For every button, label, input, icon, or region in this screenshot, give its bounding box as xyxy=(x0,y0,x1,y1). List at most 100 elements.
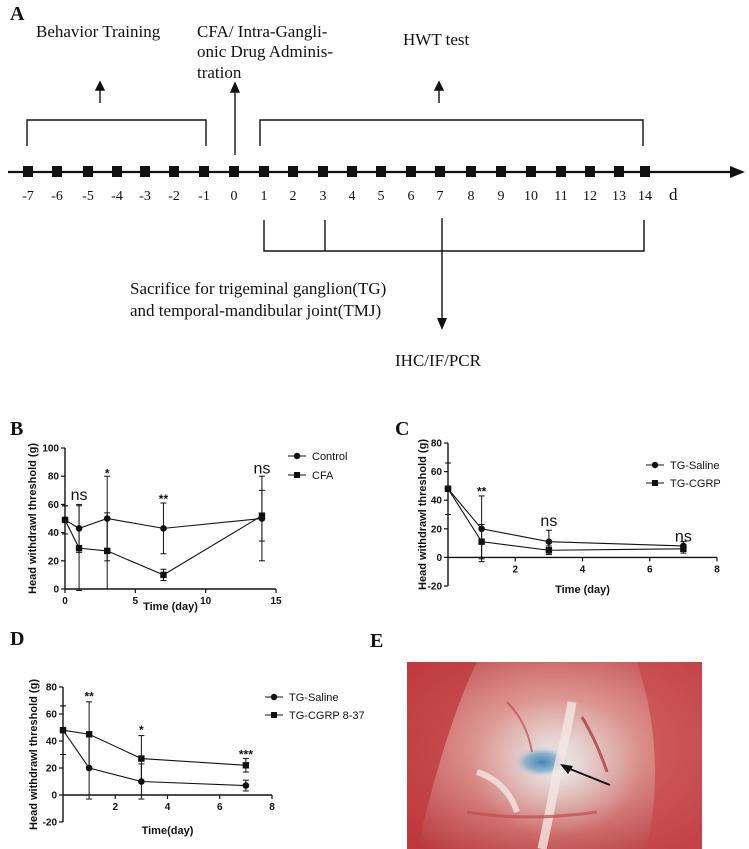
legend-marker xyxy=(271,712,277,718)
timeline-day-marker xyxy=(199,166,209,177)
timeline-arrowhead-icon xyxy=(730,166,745,178)
legend-label: Control xyxy=(312,451,347,463)
series-square xyxy=(444,462,687,560)
timeline-day-marker xyxy=(376,166,386,177)
series-circle xyxy=(444,462,687,563)
y-tick-label: -20 xyxy=(428,582,443,593)
y-tick-label: 80 xyxy=(46,683,58,694)
significance-label: *** xyxy=(239,748,253,762)
data-point xyxy=(478,538,485,545)
behavior-training-label: Behavior Training xyxy=(36,22,161,41)
legend-label: TG-Saline xyxy=(289,692,339,704)
timeline-day-marker xyxy=(288,166,298,177)
timeline-day-label: 8 xyxy=(468,189,475,204)
timeline-day-label: -5 xyxy=(82,189,94,204)
panel-label-a: A xyxy=(10,3,25,25)
y-axis-label: Head withdrawl threshold (g) xyxy=(27,443,39,594)
timeline-day-marker xyxy=(496,166,506,177)
data-point xyxy=(104,547,111,555)
y-tick-label: 60 xyxy=(431,467,443,478)
legend-marker xyxy=(293,452,301,460)
timeline-day-label: -2 xyxy=(168,189,180,204)
legend-label: CFA xyxy=(312,470,334,482)
timeline-day-label: 13 xyxy=(612,189,626,204)
x-tick-label: 2 xyxy=(112,802,118,813)
timeline-day-label: -1 xyxy=(198,189,210,204)
series-square xyxy=(59,701,250,782)
x-tick-label: 2 xyxy=(512,564,518,575)
timeline-day-marker xyxy=(259,166,269,177)
significance-label: * xyxy=(139,723,144,737)
cfa-arrow-icon xyxy=(229,81,241,155)
y-tick-label: 60 xyxy=(46,710,58,721)
y-tick-label: 0 xyxy=(53,585,59,596)
timeline-day-label: 5 xyxy=(378,189,385,204)
timeline-day-marker xyxy=(640,166,650,177)
series-circle xyxy=(61,475,266,562)
series-line xyxy=(62,729,246,766)
x-tick-label: 6 xyxy=(217,802,223,813)
timeline-day-label: 9 xyxy=(498,189,505,204)
timeline-day-marker xyxy=(52,166,62,177)
timeline-day-marker xyxy=(169,166,179,177)
series-square xyxy=(61,489,266,591)
sacrifice-line-2: and temporal-mandibular joint(TMJ) xyxy=(130,301,381,320)
y-tick-label: 20 xyxy=(46,764,58,775)
tissue-photo xyxy=(407,662,702,849)
sacrifice-line-1: Sacrifice for trigeminal ganglion(TG) xyxy=(130,279,386,298)
y-axis-label: Head withdrawl threshold (g) xyxy=(417,439,429,590)
cfa-admin-line-3: tration xyxy=(197,63,242,82)
y-tick-label: 60 xyxy=(48,500,60,511)
significance-label: ** xyxy=(159,492,169,506)
series-line xyxy=(447,488,684,547)
x-tick-label: 10 xyxy=(200,596,212,607)
data-point xyxy=(61,516,69,524)
timeline-day-label: 1 xyxy=(261,189,268,204)
timeline-day-label: 2 xyxy=(290,189,297,204)
y-tick-label: 20 xyxy=(48,556,60,567)
y-tick-label: 40 xyxy=(46,737,58,748)
significance-label: ** xyxy=(477,485,487,499)
series-circle xyxy=(59,705,250,800)
data-point xyxy=(160,525,167,532)
legend-marker xyxy=(651,461,659,469)
data-point xyxy=(545,538,553,545)
timeline-day-label: 0 xyxy=(231,189,238,204)
panel-label-c: C xyxy=(395,418,409,440)
y-tick-label: 80 xyxy=(431,439,443,450)
data-point xyxy=(160,571,167,579)
cfa-admin-line-2: onic Drug Adminis- xyxy=(197,42,333,61)
data-point xyxy=(242,782,250,789)
y-tick-label: 0 xyxy=(436,553,442,564)
legend-label: TG-CGRP 8-37 xyxy=(289,710,365,722)
hwt-bracket xyxy=(259,119,644,146)
timeline-day-marker xyxy=(585,166,595,177)
y-tick-label: -20 xyxy=(43,818,58,829)
x-axis-label: Time (day) xyxy=(143,601,198,613)
timeline-day-label: -4 xyxy=(111,189,123,204)
x-tick-label: 0 xyxy=(62,596,68,607)
significance-label: ns xyxy=(71,487,88,504)
timeline-day-marker xyxy=(112,166,122,177)
series-line xyxy=(62,729,246,787)
y-tick-label: 100 xyxy=(42,444,59,455)
significance-label: * xyxy=(105,466,110,480)
timeline-day-label: -6 xyxy=(51,189,63,204)
timeline-day-marker xyxy=(526,166,536,177)
hwt-arrow-icon xyxy=(433,80,445,103)
x-tick-label: 4 xyxy=(580,564,586,575)
timeline-day-marker xyxy=(406,166,416,177)
timeline-day-label: 12 xyxy=(583,189,597,204)
series-line xyxy=(447,488,684,551)
panel-label-e: E xyxy=(370,630,384,652)
legend-label: TG-Saline xyxy=(670,460,720,472)
y-axis-label: Head withdrawl threshold (g) xyxy=(28,679,40,830)
timeline-day-marker xyxy=(229,166,239,177)
timeline-day-label: 10 xyxy=(524,189,538,204)
legend-label: TG-CGRP xyxy=(670,478,721,490)
timeline-day-label: 11 xyxy=(554,189,567,204)
timeline-day-label: 4 xyxy=(349,189,356,204)
legend-marker xyxy=(652,480,658,486)
